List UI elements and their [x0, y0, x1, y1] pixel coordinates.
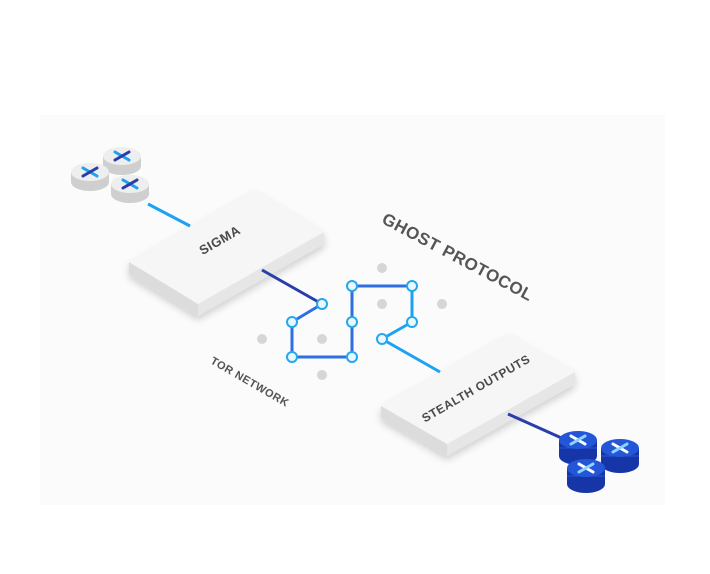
x-cross-coin-icon [611, 442, 629, 454]
input-coins [71, 147, 149, 203]
x-cross-coin-icon [81, 166, 99, 178]
coin-stack [601, 439, 639, 473]
path-node [406, 316, 418, 328]
path-node [286, 351, 298, 363]
path-node [346, 280, 358, 292]
path-node [406, 280, 418, 292]
coin-stack [567, 459, 605, 493]
sigma-slab [129, 190, 324, 316]
path-nodes [286, 280, 418, 363]
path-from-sigma [261, 268, 323, 306]
sigma-slab-side [129, 262, 198, 316]
link-stealth-to-outputs [507, 412, 567, 442]
network-dot [377, 299, 387, 309]
path-node [376, 333, 388, 345]
sigma-slab-top [129, 190, 324, 304]
network-dot [437, 299, 447, 309]
path-node [316, 298, 328, 310]
coin-stack [559, 431, 597, 465]
path-node [286, 316, 298, 328]
sigma-slab-front [198, 232, 324, 316]
link-inputs-to-sigma [147, 202, 191, 228]
network-dot [257, 334, 267, 344]
network-dot [317, 370, 327, 380]
x-cross-coin-icon [113, 150, 131, 162]
tor-network-dots [257, 263, 447, 380]
x-cross-coin-icon [121, 178, 139, 190]
path-node [346, 351, 358, 363]
stealth-slab-side [381, 406, 447, 456]
network-dot [317, 334, 327, 344]
network-dot [377, 263, 387, 273]
coin-stack [111, 175, 149, 203]
path-node [346, 316, 358, 328]
coin-stack [103, 147, 141, 175]
output-coins [559, 431, 639, 493]
coin-stack [71, 163, 109, 191]
x-cross-coin-icon [577, 462, 595, 474]
path-ghost-segment [380, 286, 441, 374]
stealth-slab-top [381, 334, 575, 444]
x-cross-coin-icon [569, 434, 587, 446]
